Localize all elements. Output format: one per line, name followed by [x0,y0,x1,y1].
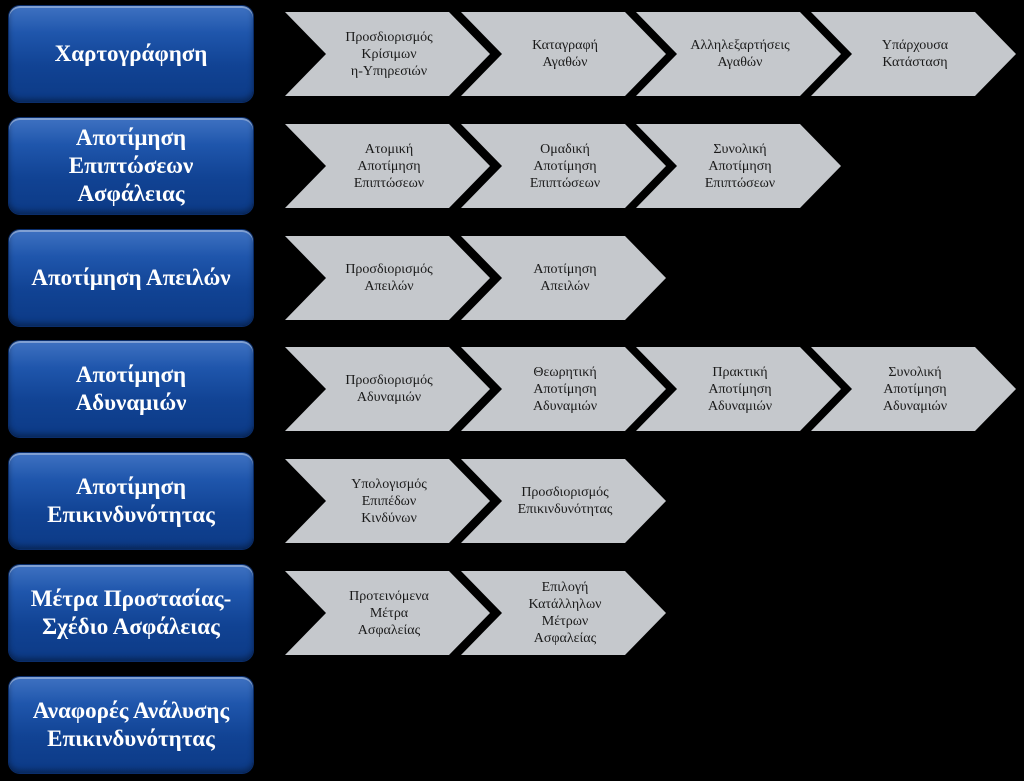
chevron-shape-svg [811,347,1016,431]
step-label: Υπάρχουσα Κατάσταση [881,38,949,70]
step-label: Επιλογή Κατάλληλων Μέτρων Ασφαλείας [528,580,602,646]
phase-label: Αναφορές Ανάλυσης Επικινδυνότητας [32,698,230,751]
step-chevron: Θεωρητική Αποτίμηση Αδυναμιών [461,347,667,431]
chevron-arrow-shape [636,347,841,431]
chevron-shape-svg [461,12,666,96]
chevron-shape-svg [461,571,666,655]
chevron-arrow-shape [285,347,490,431]
phase-row: Αποτίμηση Επικινδυνότητας Υπολογισμός Επι… [0,453,1024,551]
chevron-shape-svg [461,124,666,208]
phase-label: Αποτίμηση Αδυναμιών [75,362,187,415]
phase-block: Αναφορές Ανάλυσης Επικινδυνότητας [9,677,253,773]
chevron-shape-svg [461,459,666,543]
phase-row: Αναφορές Ανάλυσης Επικινδυνότητας [0,677,1024,775]
phase-block: Αποτίμηση Επιπτώσεων Ασφάλειας [9,118,253,214]
chevron-arrow-shape [285,124,490,208]
step-chevron: Υπάρχουσα Κατάσταση [811,12,1017,96]
phase-block: Αποτίμηση Επικινδυνότητας [9,453,253,549]
step-label: Προσδιορισμός Κρίσιμων η-Υπηρεσιών [345,29,433,79]
phase-row: Αποτίμηση Απειλών Προσδιορισμός Απειλών Απ… [0,230,1024,328]
step-label: Υπολογισμός Επιπέδων Κινδύνων [351,476,427,526]
phase-label: Αποτίμηση Επικινδυνότητας [47,474,215,527]
chevron-arrow-shape [811,347,1016,431]
phase-block: Αποτίμηση Απειλών [9,230,253,326]
step-chevron: Πρακτική Αποτίμηση Αδυναμιών [636,347,842,431]
chevron-arrow-shape [636,124,841,208]
step-label: Ατομική Αποτίμηση Επιπτώσεων [353,141,425,191]
chevron-shape-svg [636,347,841,431]
chevron-shape-svg [285,236,490,320]
step-chevron: Συνολική Αποτίμηση Επιπτώσεων [636,124,842,208]
phase-row: Μέτρα Προστασίας- Σχέδιο Ασφάλειας Προτει… [0,565,1024,663]
step-chevron: Ατομική Αποτίμηση Επιπτώσεων [285,124,491,208]
phase-row: Αποτίμηση Επιπτώσεων Ασφάλειας Ατομική Απ… [0,118,1024,216]
chevron-arrow-shape [461,236,666,320]
step-label: Θεωρητική Αποτίμηση Αδυναμιών [532,364,598,414]
chevron-shape-svg [285,571,490,655]
step-label: Προσδιορισμός Απειλών [345,262,433,294]
phase-label: Χαρτογράφηση [54,41,208,66]
chevron-arrow-shape [285,459,490,543]
chevron-arrow-shape [461,347,666,431]
phase-label: Αποτίμηση Απειλών [31,265,231,290]
step-label: Προσδιορισμός Επικινδυνότητας [517,485,613,517]
step-chevron: Υπολογισμός Επιπέδων Κινδύνων [285,459,491,543]
step-chevron: Προτεινόμενα Μέτρα Ασφαλείας [285,571,491,655]
chevron-shape-svg [285,347,490,431]
step-chevron: Αλληλεξαρτήσεις Αγαθών [636,12,842,96]
chevron-arrow-shape [285,12,490,96]
chevron-shape-svg [636,12,841,96]
phase-block: Αποτίμηση Αδυναμιών [9,341,253,437]
step-label: Πρακτική Αποτίμηση Αδυναμιών [707,364,773,414]
chevron-shape-svg [811,12,1016,96]
phase-block: Χαρτογράφηση [9,6,253,102]
chevron-shape-svg [285,459,490,543]
step-label: Προσδιορισμός Αδυναμιών [345,373,433,405]
step-label: Συνολική Αποτίμηση Επιπτώσεων [704,141,776,191]
step-label: Συνολική Αποτίμηση Αδυναμιών [882,364,948,414]
step-chevron: Επιλογή Κατάλληλων Μέτρων Ασφαλείας [461,571,667,655]
phase-row: Χαρτογράφηση Προσδιορισμός Κρίσιμων η-Υπη… [0,6,1024,104]
chevron-shape-svg [636,124,841,208]
chevron-arrow-shape [461,124,666,208]
chevron-shape-svg [461,347,666,431]
chevron-shape-svg [285,12,490,96]
step-label: Καταγραφή Αγαθών [532,38,598,70]
phase-row: Αποτίμηση Αδυναμιών Προσδιορισμός Αδυναμι… [0,341,1024,439]
chevron-arrow-shape [461,571,666,655]
step-chevron: Καταγραφή Αγαθών [461,12,667,96]
chevron-arrow-shape [285,236,490,320]
step-chevron: Ομαδική Αποτίμηση Επιπτώσεων [461,124,667,208]
chevron-shape-svg [461,236,666,320]
chevron-arrow-shape [636,12,841,96]
step-chevron: Προσδιορισμός Επικινδυνότητας [461,459,667,543]
phase-label: Μέτρα Προστασίας- Σχέδιο Ασφάλειας [30,586,232,639]
step-chevron: Προσδιορισμός Απειλών [285,236,491,320]
step-label: Αλληλεξαρτήσεις Αγαθών [690,38,790,70]
chevron-arrow-shape [811,12,1016,96]
chevron-shape-svg [285,124,490,208]
step-chevron: Αποτίμηση Απειλών [461,236,667,320]
step-chevron: Συνολική Αποτίμηση Αδυναμιών [811,347,1017,431]
phase-label: Αποτίμηση Επιπτώσεων Ασφάλειας [68,125,194,206]
chevron-arrow-shape [461,459,666,543]
step-chevron: Προσδιορισμός Κρίσιμων η-Υπηρεσιών [285,12,491,96]
step-label: Ομαδική Αποτίμηση Επιπτώσεων [529,141,601,191]
chevron-arrow-shape [285,571,490,655]
step-label: Προτεινόμενα Μέτρα Ασφαλείας [349,588,429,638]
step-label: Αποτίμηση Απειλών [533,262,597,294]
chevron-arrow-shape [461,12,666,96]
step-chevron: Προσδιορισμός Αδυναμιών [285,347,491,431]
phase-block: Μέτρα Προστασίας- Σχέδιο Ασφάλειας [9,565,253,661]
